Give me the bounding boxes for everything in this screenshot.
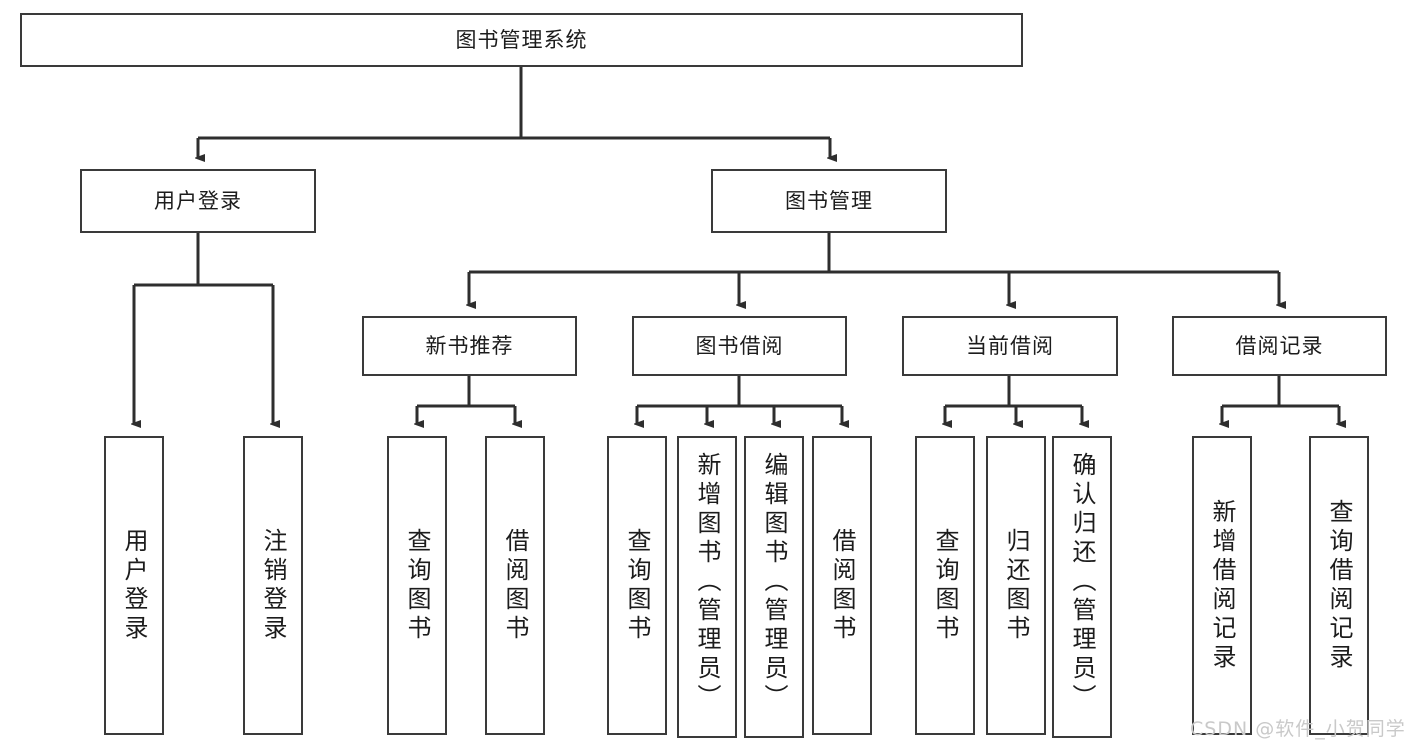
node-leaf-borrow-book-1[interactable]: 借阅图书 <box>485 436 545 735</box>
node-book-borrow[interactable]: 图书借阅 <box>632 316 847 376</box>
node-leaf-query-book-1[interactable]: 查询图书 <box>387 436 447 735</box>
node-borrow-records-label: 借阅记录 <box>1235 333 1324 358</box>
node-leaf-add-record-label: 新增借阅记录 <box>1208 498 1236 673</box>
node-leaf-return-book-label: 归还图书 <box>1002 527 1030 644</box>
node-leaf-add-book[interactable]: 新增图书（管理员） <box>677 436 737 738</box>
node-leaf-confirm-return[interactable]: 确认归还（管理员） <box>1052 436 1112 738</box>
node-leaf-borrow-book-1-label: 借阅图书 <box>501 527 529 644</box>
node-leaf-edit-book-label: 编辑图书（管理员） <box>760 452 788 713</box>
node-root[interactable]: 图书管理系统 <box>20 13 1023 67</box>
node-new-book-recommend[interactable]: 新书推荐 <box>362 316 577 376</box>
node-leaf-logout-label: 注销登录 <box>259 527 287 644</box>
node-leaf-return-book[interactable]: 归还图书 <box>986 436 1046 735</box>
node-leaf-add-book-label: 新增图书（管理员） <box>693 452 721 713</box>
node-leaf-logout[interactable]: 注销登录 <box>243 436 303 735</box>
node-user-login-label: 用户登录 <box>154 188 242 213</box>
node-user-login[interactable]: 用户登录 <box>80 169 316 233</box>
node-leaf-user-login[interactable]: 用户登录 <box>104 436 164 735</box>
node-leaf-query-record-label: 查询借阅记录 <box>1325 498 1353 673</box>
node-borrow-records[interactable]: 借阅记录 <box>1172 316 1387 376</box>
node-leaf-query-book-1-label: 查询图书 <box>403 527 431 644</box>
node-leaf-borrow-book-2[interactable]: 借阅图书 <box>812 436 872 735</box>
node-current-borrow-label: 当前借阅 <box>966 333 1054 358</box>
node-leaf-query-book-2-label: 查询图书 <box>623 527 651 644</box>
node-leaf-confirm-return-label: 确认归还（管理员） <box>1068 452 1096 713</box>
node-leaf-borrow-book-2-label: 借阅图书 <box>828 527 856 644</box>
node-leaf-query-book-3[interactable]: 查询图书 <box>915 436 975 735</box>
node-new-book-recommend-label: 新书推荐 <box>425 333 514 358</box>
node-root-label: 图书管理系统 <box>455 27 588 52</box>
node-leaf-add-record[interactable]: 新增借阅记录 <box>1192 436 1252 735</box>
node-leaf-query-book-3-label: 查询图书 <box>931 527 959 644</box>
node-leaf-query-record[interactable]: 查询借阅记录 <box>1309 436 1369 735</box>
node-leaf-query-book-2[interactable]: 查询图书 <box>607 436 667 735</box>
node-book-management[interactable]: 图书管理 <box>711 169 947 233</box>
node-current-borrow[interactable]: 当前借阅 <box>902 316 1118 376</box>
node-book-management-label: 图书管理 <box>785 188 873 213</box>
node-book-borrow-label: 图书借阅 <box>695 333 784 358</box>
node-leaf-user-login-label: 用户登录 <box>120 527 148 644</box>
node-leaf-edit-book[interactable]: 编辑图书（管理员） <box>744 436 804 738</box>
